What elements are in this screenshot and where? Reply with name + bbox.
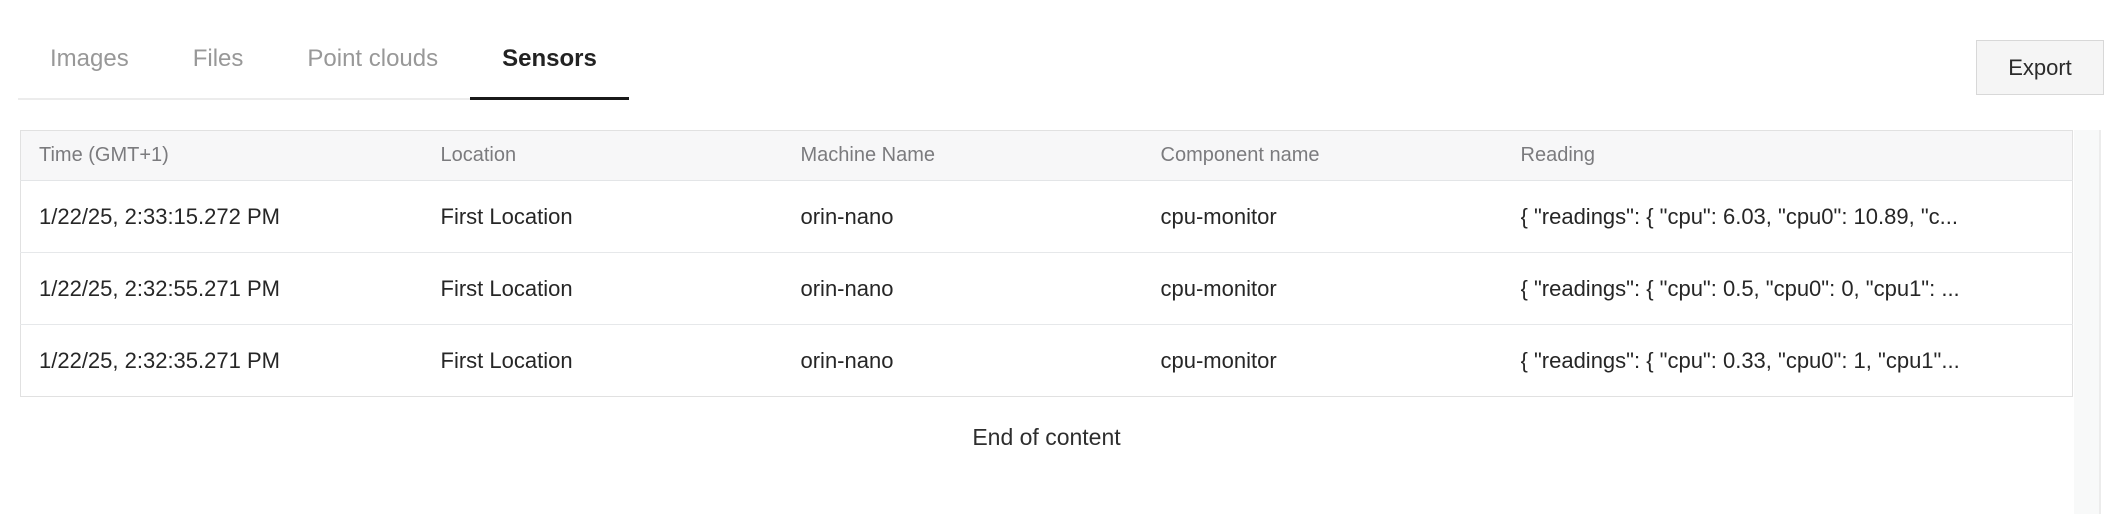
table-cell: { "readings": { "cpu": 0.5, "cpu0": 0, "… xyxy=(1520,252,2073,325)
table-row[interactable]: 1/22/25, 2:33:15.272 PM First Location ori… xyxy=(21,181,2073,253)
table-cell: cpu-monitor xyxy=(1160,252,1521,325)
column-header: Time (GMT+1) xyxy=(20,130,441,181)
end-of-content-message: End of content xyxy=(972,424,1121,450)
vertical-scrollbar[interactable] xyxy=(2074,130,2101,514)
table-cell: 1/22/25, 2:33:15.272 PM xyxy=(39,203,280,229)
tab-files[interactable]: Files xyxy=(192,45,244,72)
column-header: Machine Name xyxy=(800,130,1161,181)
table-cell: 1/22/25, 2:32:35.271 PM xyxy=(20,324,441,397)
tab-sensors[interactable]: Sensors xyxy=(470,24,629,100)
tab-images[interactable]: Images xyxy=(50,45,129,72)
tab-bar: Images Files Point clouds Sensors xyxy=(18,24,629,100)
table-cell: cpu-monitor xyxy=(1160,203,1277,229)
table-cell: orin-nano xyxy=(800,203,894,229)
table-cell: { "readings": { "cpu": 0.33, "cpu0": 1, … xyxy=(1520,324,2073,397)
table-cell: 1/22/25, 2:32:55.271 PM xyxy=(20,252,441,325)
table-cell: First Location xyxy=(440,252,801,325)
tab-point-clouds[interactable]: Point clouds xyxy=(307,45,439,72)
table-cell: { "readings": { "cpu": 6.03, "cpu0": 10.… xyxy=(1520,203,1959,229)
column-header: Reading xyxy=(1520,130,2073,181)
table-cell: First Location xyxy=(440,203,573,229)
export-button[interactable]: Export xyxy=(1976,40,2104,95)
table-cell: orin-nano xyxy=(800,324,1161,397)
table-cell: cpu-monitor xyxy=(1160,324,1521,397)
table-cell: orin-nano xyxy=(800,252,1161,325)
column-header: Component name xyxy=(1160,130,1521,181)
column-header: Location xyxy=(440,130,801,181)
table-cell: First Location xyxy=(440,324,801,397)
